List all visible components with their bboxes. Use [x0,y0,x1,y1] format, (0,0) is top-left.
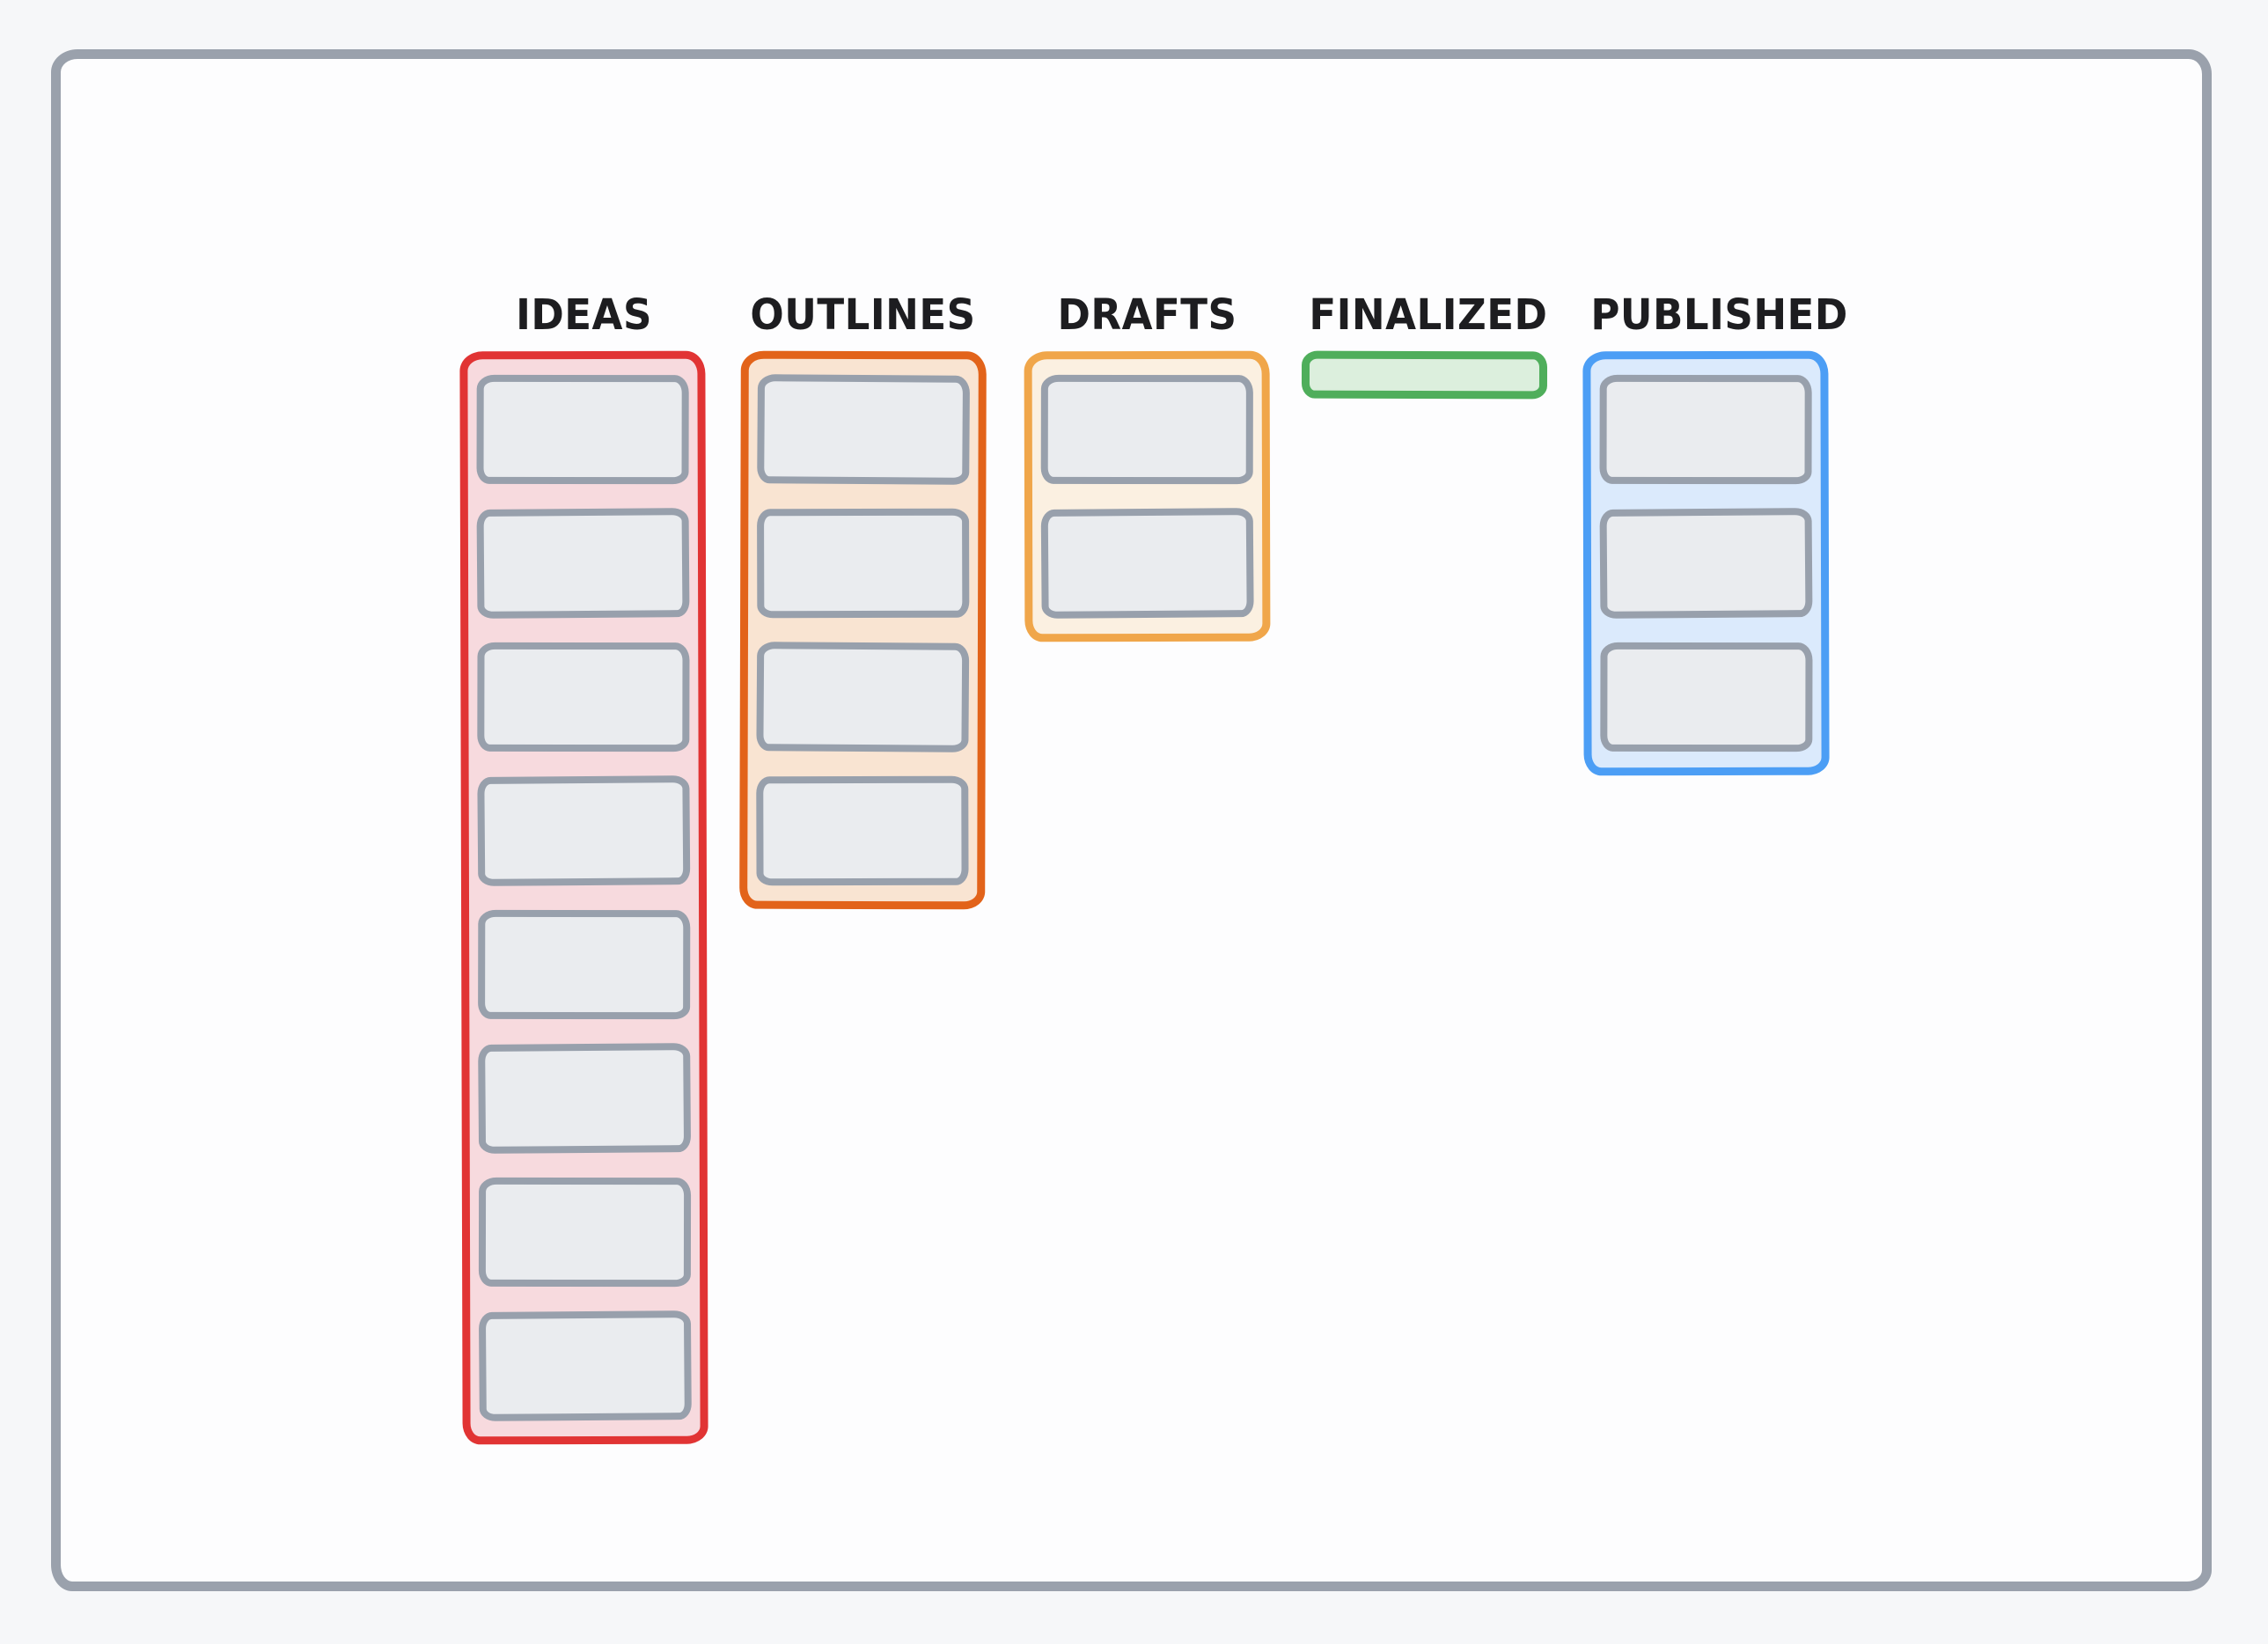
card-drafts-2[interactable] [1040,508,1254,619]
card-ideas-3[interactable] [477,642,690,752]
card-outlines-4[interactable] [756,775,969,886]
board-frame[interactable]: IDEAS OUTLINES DRAFTS FINALIZED PUBLISHED [51,49,2212,1591]
card-ideas-7[interactable] [478,1177,692,1288]
column-header-published[interactable]: PUBLISHED [1590,290,1848,340]
card-ideas-5[interactable] [478,909,691,1020]
column-header-finalized[interactable]: FINALIZED [1309,290,1548,340]
card-outlines-3[interactable] [756,642,970,752]
card-published-3[interactable] [1600,642,1813,752]
card-outlines-1[interactable] [757,374,971,485]
card-ideas-4[interactable] [477,775,691,886]
column-container-finalized[interactable] [1301,350,1548,400]
card-ideas-2[interactable] [476,508,690,619]
column-container-drafts[interactable] [1024,350,1271,642]
card-ideas-6[interactable] [478,1043,692,1154]
column-header-outlines[interactable]: OUTLINES [750,290,976,340]
column-container-published[interactable] [1582,350,1830,776]
card-outlines-2[interactable] [757,508,970,619]
column-header-drafts[interactable]: DRAFTS [1057,290,1237,340]
card-ideas-1[interactable] [476,374,689,485]
column-header-ideas[interactable]: IDEAS [516,290,652,340]
column-container-ideas[interactable] [459,350,708,1445]
card-ideas-8[interactable] [478,1310,692,1421]
column-container-outlines[interactable] [739,350,987,910]
card-drafts-1[interactable] [1040,374,1253,485]
card-published-2[interactable] [1599,508,1813,619]
card-published-1[interactable] [1599,374,1812,485]
